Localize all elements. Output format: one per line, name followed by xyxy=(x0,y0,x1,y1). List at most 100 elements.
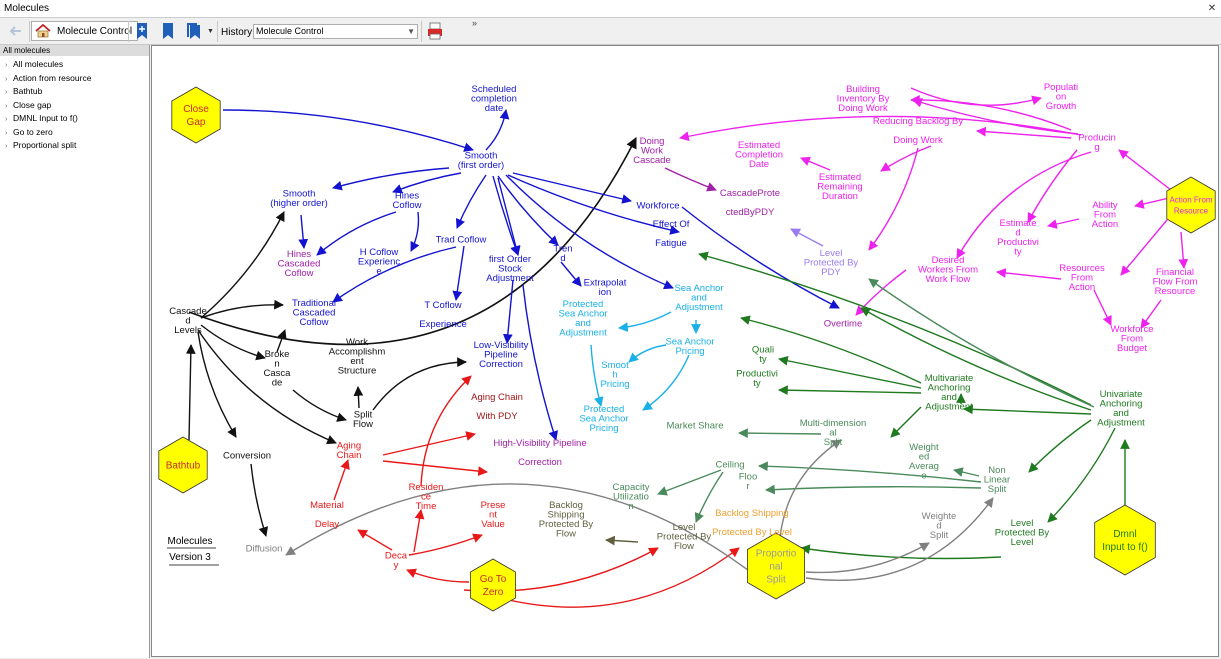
toolbar-overflow-icon[interactable]: » xyxy=(472,18,478,28)
close-icon[interactable]: ✕ xyxy=(1207,3,1217,14)
diagram-link-arrow xyxy=(410,211,420,252)
tree-item-all-molecules[interactable]: ›All molecules xyxy=(0,58,149,72)
molecule-control-button[interactable]: Molecule Control xyxy=(31,21,139,41)
variable-label: Estimated xyxy=(738,140,780,151)
hexagon-bathtub[interactable]: Bathtub xyxy=(158,436,208,494)
tree-item-proportional-split[interactable]: ›Proportional split xyxy=(0,139,149,153)
tree-item-dmnl-input[interactable]: ›DMNL Input to f() xyxy=(0,112,149,126)
variable-marketShare[interactable]: Market Share xyxy=(666,420,723,431)
variable-label: Ceiling xyxy=(715,459,744,470)
tree-item-action-from-resource[interactable]: ›Action from resource xyxy=(0,72,149,86)
tree-item-close-gap[interactable]: ›Close gap xyxy=(0,99,149,113)
variable-label: d xyxy=(936,520,941,531)
variable-label: Time xyxy=(416,501,437,512)
variable-tradC[interactable]: Trad Coflow xyxy=(436,234,487,245)
variable-ceiling[interactable]: Ceiling xyxy=(715,459,744,470)
variable-smooth1[interactable]: Smooth(first order) xyxy=(458,151,504,172)
diagram-link-arrow xyxy=(679,115,1082,142)
variable-overtime[interactable]: Overtime xyxy=(824,318,863,329)
variable-smoothH[interactable]: Smooth(higher order) xyxy=(270,189,328,210)
history-select[interactable]: Molecule Control ▼ xyxy=(253,24,418,39)
bookmarks-dropdown-icon[interactable]: ▼ xyxy=(207,27,214,35)
variable-label: Flow xyxy=(353,419,373,430)
variable-workforce[interactable]: Workforce xyxy=(636,200,679,211)
tree-item-go-to-zero[interactable]: ›Go to zero xyxy=(0,126,149,140)
tree-item-bathtub[interactable]: ›Bathtub xyxy=(0,85,149,99)
back-arrow-icon[interactable] xyxy=(6,21,26,41)
bookmark-icon[interactable] xyxy=(159,21,177,41)
diagram-link-arrow xyxy=(1047,427,1116,523)
window-titlebar: Molecules ✕ xyxy=(0,0,1221,18)
add-bookmark-icon[interactable] xyxy=(133,21,151,41)
bookmarks-list-icon[interactable] xyxy=(184,21,204,41)
variable-diffusion[interactable]: Diffusion xyxy=(246,543,283,554)
print-icon[interactable] xyxy=(425,21,445,41)
variable-label: Anchoring xyxy=(928,383,971,394)
diagram-link-arrow xyxy=(740,315,922,384)
variable-conversion[interactable]: Conversion xyxy=(223,450,271,461)
